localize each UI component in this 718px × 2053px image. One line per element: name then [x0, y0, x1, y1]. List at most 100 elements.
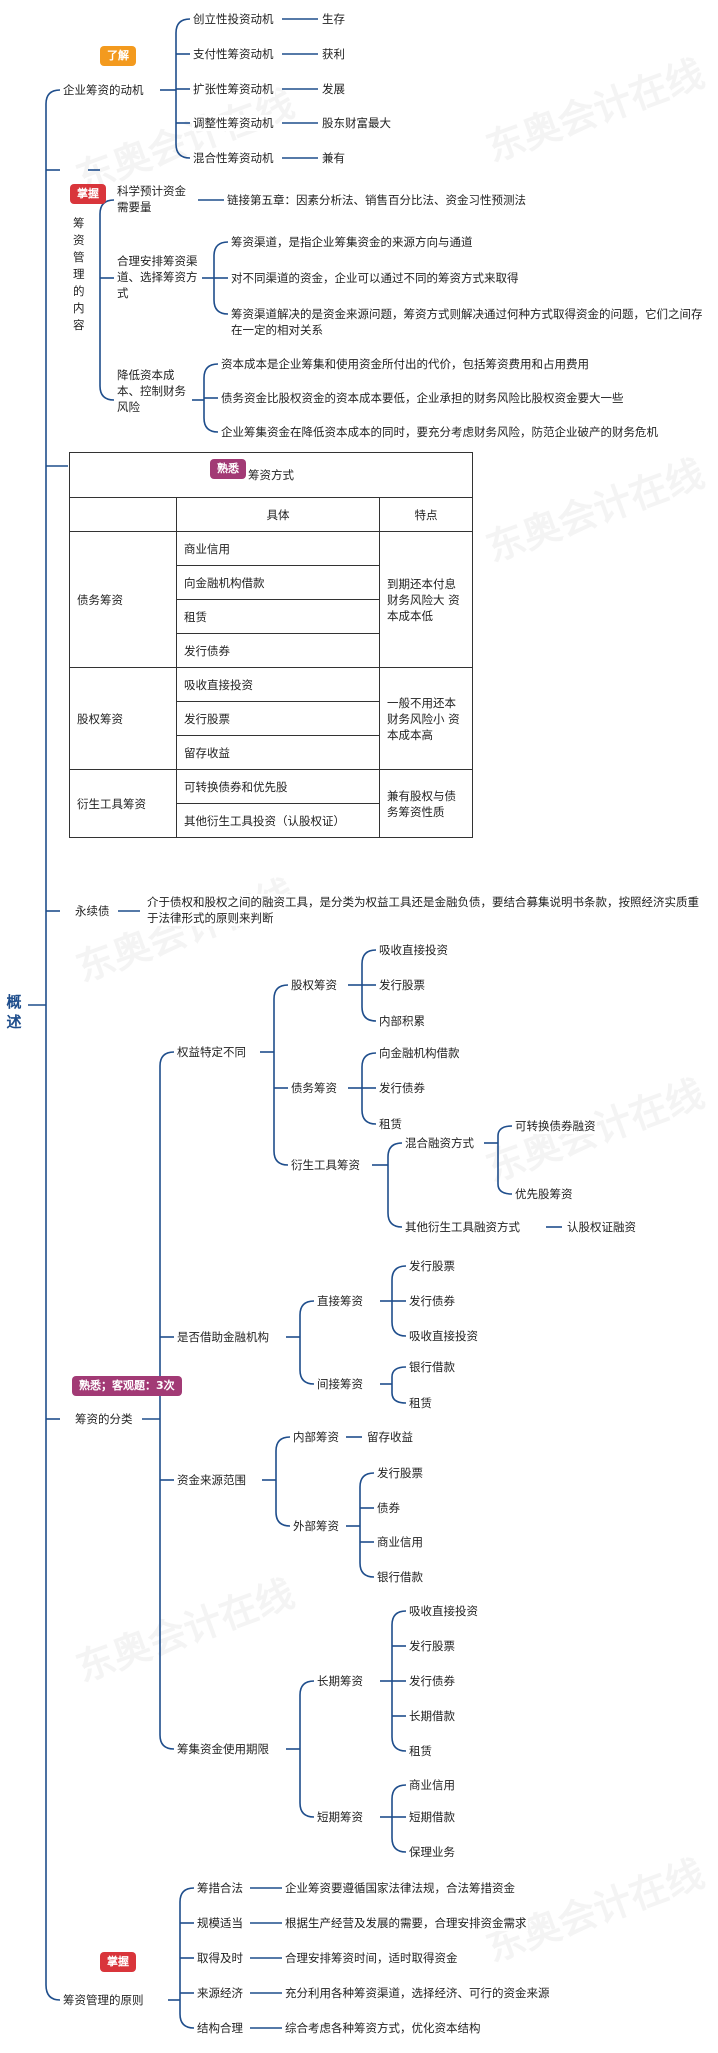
class-intermediary: 是否借助金融机构 — [176, 1329, 270, 1345]
external-financing: 外部筹资 — [292, 1518, 340, 1534]
feature-text: 兼有股权与债务筹资性质 — [387, 788, 456, 819]
feature-text: 一般不用还本 财务风险小 资本成本高 — [387, 695, 460, 742]
long-term-financing: 长期筹资 — [316, 1673, 364, 1689]
table-cell: 发行股票 — [176, 701, 380, 736]
tag-familiar: 熟悉 — [210, 459, 246, 479]
table-feature: 一般不用还本 财务风险小 资本成本高 — [379, 667, 473, 770]
other-derivative: 其他衍生工具融资方式 — [404, 1219, 521, 1235]
table-cell: 商业信用 — [176, 531, 380, 566]
table-cell: 向金融机构借款 — [176, 565, 380, 600]
tag-master: 掌握 — [70, 184, 106, 204]
leaf: 发行债券 — [408, 1293, 456, 1309]
table-group: 债务筹资 — [69, 531, 177, 668]
leaf: 租赁 — [378, 1116, 403, 1132]
section-motivation: 企业筹资的动机 — [62, 82, 145, 98]
content-note: 资本成本是企业筹集和使用资金所付出的代价，包括筹资费用和占用费用 — [220, 356, 590, 372]
perpetual-bond: 永续债 — [74, 903, 111, 919]
leaf: 发行债券 — [378, 1080, 426, 1096]
leaf: 发行债券 — [408, 1673, 456, 1689]
content-note: 企业筹集资金在降低资本成本的同时，要充分考虑财务风险，防范企业破产的财务危机 — [220, 424, 659, 440]
section-principles: 筹资管理的原则 — [62, 1992, 145, 2008]
section-classification: 筹资的分类 — [74, 1411, 134, 1427]
motive-item: 混合性筹资动机 — [192, 150, 275, 166]
feature-text: 到期还本付息 财务风险大 资本成本低 — [387, 576, 460, 623]
motive-item: 支付性筹资动机 — [192, 46, 275, 62]
class-source: 资金来源范围 — [176, 1472, 247, 1488]
principle-item: 取得及时 — [196, 1950, 244, 1966]
section-content: 筹资管理的内容 — [72, 215, 88, 334]
internal-financing: 内部筹资 — [292, 1429, 340, 1445]
table-cell: 租赁 — [176, 599, 380, 634]
motive-note: 股东财富最大 — [321, 115, 392, 131]
content-item: 合理安排筹资渠道、选择筹资方式 — [116, 253, 202, 301]
class-rights: 权益特定不同 — [176, 1044, 247, 1060]
leaf: 吸收直接投资 — [378, 942, 449, 958]
motive-item: 调整性筹资动机 — [192, 115, 275, 131]
leaf: 银行借款 — [408, 1359, 456, 1375]
leaf: 发行股票 — [408, 1258, 456, 1274]
indirect-financing: 间接筹资 — [316, 1376, 364, 1392]
leaf: 发行股票 — [378, 977, 426, 993]
leaf: 发行股票 — [376, 1465, 424, 1481]
principle-note: 合理安排筹资时间，适时取得资金 — [284, 1950, 459, 1966]
principle-item: 结构合理 — [196, 2020, 244, 2036]
leaf: 保理业务 — [408, 1844, 456, 1860]
principle-note: 企业筹资要遵循国家法律法规，合法筹措资金 — [284, 1880, 516, 1896]
principle-item: 来源经济 — [196, 1985, 244, 2001]
table-group: 股权筹资 — [69, 667, 177, 770]
table-feature: 到期还本付息 财务风险大 资本成本低 — [379, 531, 473, 668]
table-cell: 发行债券 — [176, 633, 380, 668]
leaf: 吸收直接投资 — [408, 1603, 479, 1619]
debt-financing: 债务筹资 — [290, 1080, 338, 1096]
leaf: 发行股票 — [408, 1638, 456, 1654]
leaf: 吸收直接投资 — [408, 1328, 479, 1344]
table-cell: 可转换债券和优先股 — [176, 769, 380, 804]
financing-methods-table: 熟悉 筹资方式 具体 特点 债务筹资 商业信用 到期还本付息 财务风险大 资本成… — [69, 452, 473, 838]
leaf: 短期借款 — [408, 1809, 456, 1825]
class-term: 筹集资金使用期限 — [176, 1741, 270, 1757]
motive-item: 扩张性筹资动机 — [192, 81, 275, 97]
table-feature: 兼有股权与债务筹资性质 — [379, 769, 473, 838]
table-corner — [69, 497, 177, 532]
leaf: 租赁 — [408, 1743, 433, 1759]
motive-note: 发展 — [321, 81, 346, 97]
content-note: 债务资金比股权资金的资本成本要低，企业承担的财务风险比股权资金要大一些 — [220, 390, 625, 406]
leaf: 债券 — [376, 1500, 401, 1516]
tag-master: 掌握 — [100, 1952, 136, 1972]
principle-note: 充分利用各种筹资渠道，选择经济、可行的资金来源 — [284, 1985, 551, 2001]
table-cell: 留存收益 — [176, 735, 380, 770]
principle-note: 综合考虑各种筹资方式，优化资本结构 — [284, 2020, 482, 2036]
leaf: 银行借款 — [376, 1569, 424, 1585]
content-note: 筹资渠道解决的是资金来源问题，筹资方式则解决通过何种方式取得资金的问题，它们之间… — [230, 306, 712, 338]
motive-note: 获利 — [321, 46, 346, 62]
root-node: 概述 — [6, 993, 22, 1031]
short-term-financing: 短期筹资 — [316, 1809, 364, 1825]
derivative-financing: 衍生工具筹资 — [290, 1157, 361, 1173]
leaf: 向金融机构借款 — [378, 1045, 461, 1061]
leaf: 留存收益 — [366, 1429, 414, 1445]
table-header: 特点 — [379, 497, 473, 532]
leaf: 商业信用 — [376, 1534, 424, 1550]
tag-familiar-objective: 熟悉；客观题：3次 — [72, 1376, 182, 1396]
leaf: 优先股筹资 — [514, 1186, 574, 1202]
mixed-financing: 混合融资方式 — [404, 1135, 475, 1151]
direct-financing: 直接筹资 — [316, 1293, 364, 1309]
motive-note: 生存 — [321, 11, 346, 27]
table-cell: 其他衍生工具投资（认股权证） — [176, 803, 380, 838]
leaf: 商业信用 — [408, 1777, 456, 1793]
tag-understand: 了解 — [100, 46, 136, 66]
table-cell: 吸收直接投资 — [176, 667, 380, 702]
table-group: 衍生工具筹资 — [69, 769, 177, 838]
content-item: 降低资本成本、控制财务风险 — [116, 367, 192, 415]
motive-item: 创立性投资动机 — [192, 11, 275, 27]
table-title: 筹资方式 — [248, 468, 294, 482]
leaf: 可转换债券融资 — [514, 1118, 597, 1134]
motive-note: 兼有 — [321, 150, 346, 166]
table-header: 具体 — [176, 497, 380, 532]
content-note: 链接第五章：因素分析法、销售百分比法、资金习性预测法 — [226, 192, 527, 208]
content-note: 对不同渠道的资金，企业可以通过不同的筹资方式来取得 — [230, 270, 520, 286]
leaf: 长期借款 — [408, 1708, 456, 1724]
table-title-cell: 熟悉 筹资方式 — [69, 452, 473, 498]
principle-item: 规模适当 — [196, 1915, 244, 1931]
